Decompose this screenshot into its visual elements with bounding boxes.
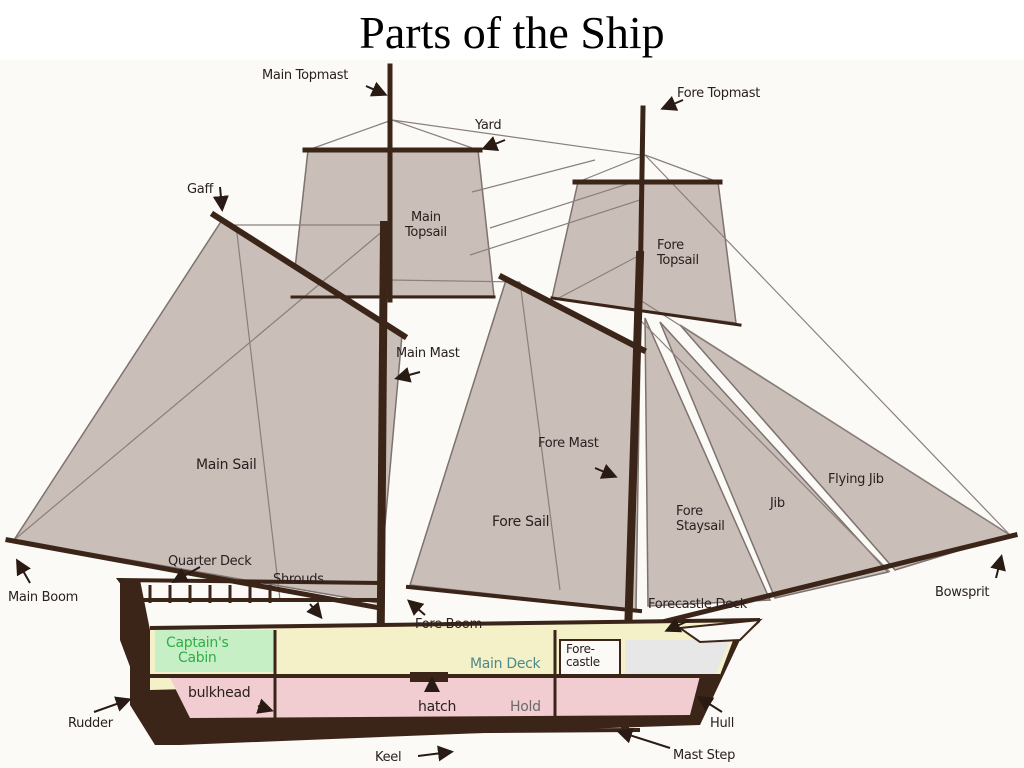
label-fore-topmast: Fore Topmast bbox=[677, 86, 760, 101]
fore-staysail bbox=[644, 317, 772, 607]
label-fore-staysail: Fore Staysail bbox=[676, 504, 725, 534]
label-main-sail: Main Sail bbox=[196, 457, 257, 473]
slide-title: Parts of the Ship bbox=[359, 7, 665, 58]
rigging-lines bbox=[13, 119, 1011, 609]
label-quarter-deck: Quarter Deck bbox=[168, 554, 252, 569]
label-jib: Jib bbox=[770, 496, 785, 511]
label-keel: Keel bbox=[375, 750, 402, 765]
hull-group bbox=[115, 577, 763, 745]
jib bbox=[659, 321, 890, 599]
label-forecastle-deck: Forecastle Deck bbox=[648, 597, 747, 612]
label-shrouds: Shrouds bbox=[273, 572, 324, 587]
label-fore-sail: Fore Sail bbox=[492, 514, 550, 530]
label-fore-topsail: Fore Topsail bbox=[657, 238, 699, 268]
label-yard: Yard bbox=[475, 118, 502, 133]
label-main-topmast: Main Topmast bbox=[262, 68, 349, 83]
label-fore-mast: Fore Mast bbox=[538, 436, 599, 451]
label-fore-boom: Fore Boom bbox=[415, 617, 482, 632]
label-hold: Hold bbox=[510, 699, 541, 715]
label-bulkhead: bulkhead bbox=[188, 685, 251, 701]
label-main-mast: Main Mast bbox=[396, 346, 460, 361]
label-hull: Hull bbox=[710, 716, 735, 731]
label-gaff: Gaff bbox=[187, 182, 213, 197]
label-bowsprit: Bowsprit bbox=[935, 585, 990, 600]
label-main-topsail: Main Topsail bbox=[405, 210, 447, 240]
label-hatch: hatch bbox=[418, 699, 457, 715]
label-rudder: Rudder bbox=[68, 716, 113, 731]
railing bbox=[148, 585, 272, 603]
label-forecastle: Fore- castle bbox=[566, 642, 600, 669]
label-flying-jib: Flying Jib bbox=[828, 472, 884, 487]
label-captains-cabin: Captain's Cabin bbox=[166, 635, 229, 666]
ship-illustration bbox=[5, 63, 1019, 762]
main-topsail bbox=[291, 149, 495, 297]
ship-diagram: Main Topmast Fore Topmast Yard Gaff Main… bbox=[0, 60, 1024, 768]
label-main-boom: Main Boom bbox=[8, 590, 78, 605]
label-main-deck: Main Deck bbox=[470, 656, 541, 672]
label-arrows bbox=[16, 81, 1006, 762]
label-mast-step: Mast Step bbox=[673, 748, 736, 763]
